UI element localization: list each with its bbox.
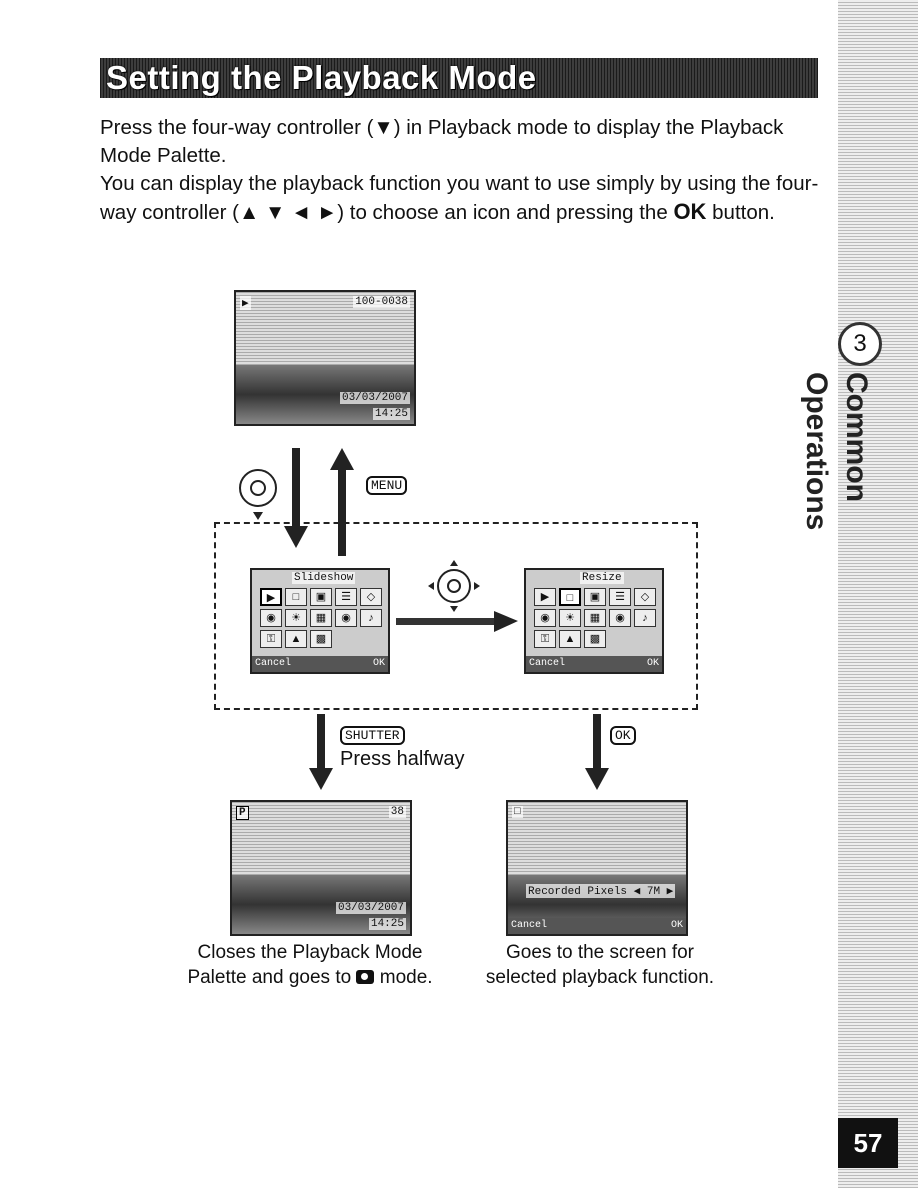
trimming-icon[interactable]: ▣: [310, 588, 332, 606]
startup-screen-icon[interactable]: ▲: [559, 630, 581, 648]
flow-arrows: [239, 448, 354, 556]
red-eye-icon[interactable]: ◉: [609, 609, 631, 627]
remaining-count: 38: [388, 806, 406, 818]
protect-icon[interactable]: ⚿: [534, 630, 556, 648]
ok-label[interactable]: OK: [646, 658, 659, 669]
up-arrow-head: [330, 448, 354, 470]
intro-paragraph-2: You can display the playback function yo…: [100, 170, 820, 227]
left-caption-line-2: Palette and goes to mode.: [160, 965, 460, 990]
chapter-title: Common Operations: [800, 372, 873, 531]
trimming-icon[interactable]: ▣: [584, 588, 606, 606]
time-display: 14:25: [372, 408, 410, 420]
down-arrow-head: [284, 526, 308, 548]
resize-icon: □: [512, 806, 523, 818]
voice-memo-icon[interactable]: ♪: [634, 609, 656, 627]
playback-icon: ▶: [240, 296, 251, 310]
slideshow-icon[interactable]: ▶: [534, 588, 556, 606]
dpof-icon[interactable]: ▩: [310, 630, 332, 648]
pixel-size-value[interactable]: 7M: [646, 886, 661, 898]
title-banner: [100, 58, 818, 98]
intro-text: You can display the playback function yo…: [100, 172, 819, 224]
chapter-number: 3: [838, 322, 882, 366]
down-arrow-shaft: [292, 448, 300, 526]
shutter-key-label: SHUTTER: [340, 726, 405, 745]
palette-screen-left: Slideshow ▶ □ ▣ ☰ ◇ ◉ ☀ ▦ ◉ ♪ ⚿ ▲ ▩ Canc…: [250, 568, 390, 674]
filter-icon[interactable]: ◉: [534, 609, 556, 627]
press-halfway-label: Press halfway: [340, 748, 465, 770]
right-caption: Goes to the screen for selected playback…: [460, 940, 740, 990]
capture-mode-screen: P 38 03/03/2007 14:25: [230, 800, 412, 936]
palette-navigation: [396, 560, 518, 632]
shutter-arrow: [309, 714, 333, 790]
recorded-pixels-text: Recorded Pixels: [528, 886, 628, 898]
page-number: 57: [838, 1118, 898, 1168]
frame-icon[interactable]: ▦: [584, 609, 606, 627]
frame-icon[interactable]: ▦: [310, 609, 332, 627]
date-display: 03/03/2007: [335, 902, 406, 914]
left-caption-text: Palette and goes to: [187, 967, 352, 988]
brightness-icon[interactable]: ☀: [285, 609, 307, 627]
menu-key-label: MENU: [366, 476, 408, 495]
dpof-icon[interactable]: ▩: [584, 630, 606, 648]
program-mode-badge: P: [236, 806, 249, 820]
palette-screen-right: Resize ▶ □ ▣ ☰ ◇ ◉ ☀ ▦ ◉ ♪ ⚿ ▲ ▩ Cancel …: [524, 568, 664, 674]
palette-grid: ▶ □ ▣ ☰ ◇ ◉ ☀ ▦ ◉ ♪ ⚿ ▲ ▩: [260, 588, 382, 648]
side-tab: [838, 0, 918, 1188]
ok-button-label: OK: [673, 199, 707, 224]
right-arrow-head: [494, 611, 518, 632]
cancel-label[interactable]: Cancel: [511, 920, 548, 931]
up-arrow-shaft: [338, 470, 346, 556]
ok-arrow: [585, 714, 609, 790]
intro-text-end: button.: [712, 201, 775, 224]
date-display: 03/03/2007: [339, 392, 410, 404]
copy-icon[interactable]: ☰: [609, 588, 631, 606]
right-arrow-shaft: [396, 618, 494, 625]
palette-footer: Cancel OK: [252, 656, 388, 672]
intro-paragraph-1: Press the four-way controller (▼) in Pla…: [100, 116, 784, 167]
startup-screen-icon[interactable]: ▲: [285, 630, 307, 648]
copy-icon[interactable]: ☰: [335, 588, 357, 606]
palette-footer: Cancel OK: [526, 656, 662, 672]
palette-grid: ▶ □ ▣ ☰ ◇ ◉ ☀ ▦ ◉ ♪ ⚿ ▲ ▩: [534, 588, 656, 648]
filter-icon[interactable]: ◉: [260, 609, 282, 627]
ok-label[interactable]: OK: [372, 658, 385, 669]
rotate-icon[interactable]: ◇: [360, 588, 382, 606]
voice-memo-icon[interactable]: ♪: [360, 609, 382, 627]
resize-icon[interactable]: □: [559, 588, 581, 606]
resize-icon[interactable]: □: [285, 588, 307, 606]
left-caption: Closes the Playback Mode Palette and goe…: [160, 940, 460, 990]
down-indicator-icon: [253, 512, 263, 520]
left-caption-text-end: mode.: [379, 967, 433, 988]
left-caption-line-1: Closes the Playback Mode: [197, 942, 423, 963]
red-eye-icon[interactable]: ◉: [335, 609, 357, 627]
recorded-pixels-label: Recorded Pixels ◀ 7M ▶: [526, 884, 676, 898]
time-display: 14:25: [368, 918, 406, 930]
ok-key-label: OK: [610, 726, 636, 745]
right-caption-line-1: Goes to the screen for: [506, 942, 694, 963]
palette-region: [214, 522, 698, 710]
playback-screen: ▶ 100-0038 03/03/2007 14:25: [234, 290, 416, 426]
protect-icon[interactable]: ⚿: [260, 630, 282, 648]
resize-footer: Cancel OK: [508, 918, 686, 934]
ok-label[interactable]: OK: [670, 920, 683, 931]
palette-title: Resize: [580, 572, 624, 584]
cancel-label[interactable]: Cancel: [255, 658, 292, 669]
slideshow-icon[interactable]: ▶: [260, 588, 282, 606]
palette-title: Slideshow: [292, 572, 356, 584]
page-title: Setting the Playback Mode: [106, 59, 537, 96]
file-number: 100-0038: [353, 296, 410, 308]
camera-icon: [356, 970, 375, 984]
brightness-icon[interactable]: ☀: [559, 609, 581, 627]
resize-screen: □ Recorded Pixels ◀ 7M ▶ Cancel OK: [506, 800, 688, 936]
rotate-icon[interactable]: ◇: [634, 588, 656, 606]
right-caption-line-2: selected playback function.: [485, 967, 715, 988]
cancel-label[interactable]: Cancel: [529, 658, 566, 669]
